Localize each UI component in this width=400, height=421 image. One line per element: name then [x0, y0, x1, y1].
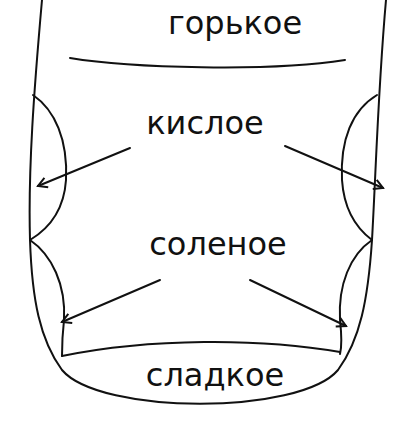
taste-label: сладкое: [146, 358, 284, 393]
taste-label: горькое: [168, 6, 302, 41]
taste-label: соленое: [149, 227, 287, 262]
taste-label: кислое: [146, 106, 263, 141]
